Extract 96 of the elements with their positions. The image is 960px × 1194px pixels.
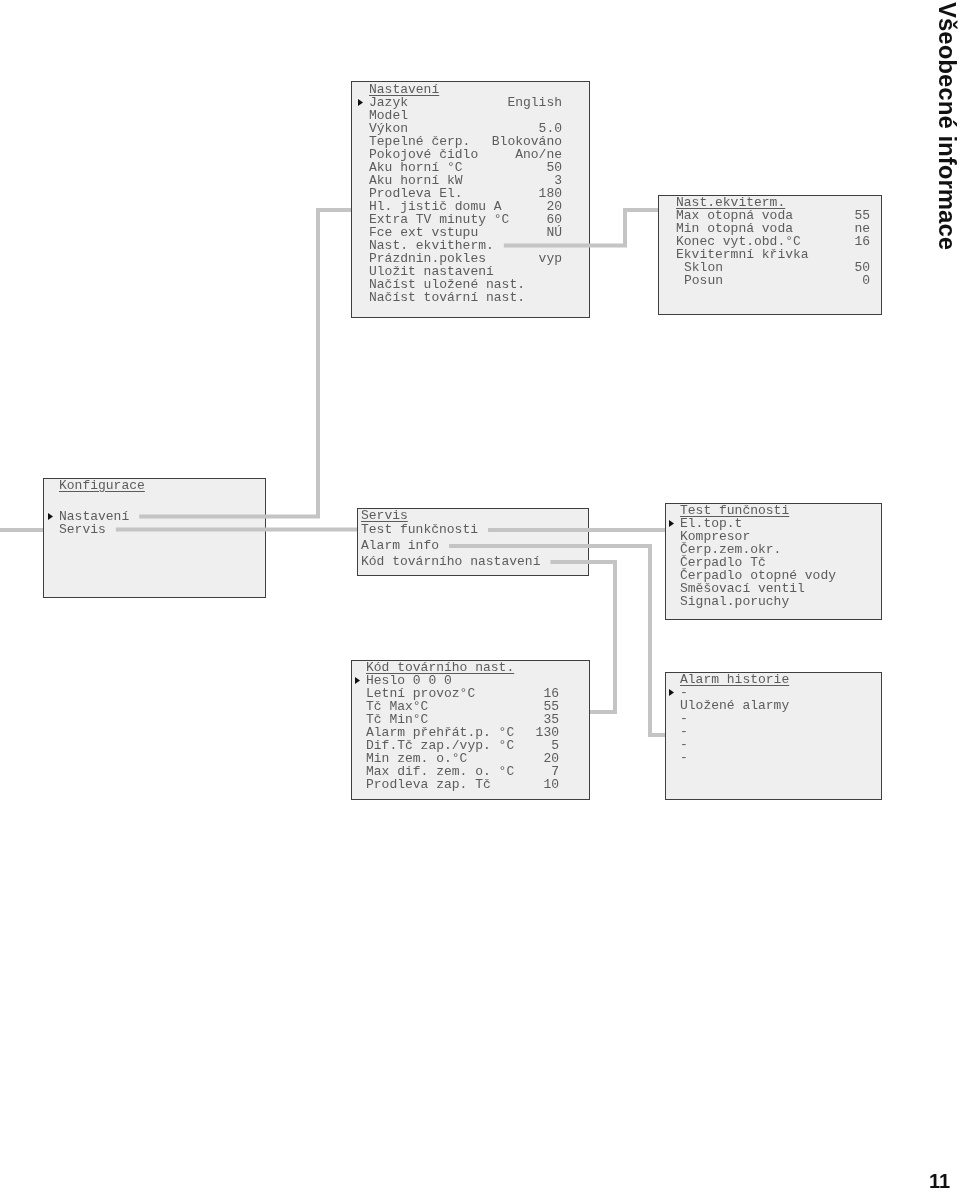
menu-item: Čerp.zem.okr.: [680, 543, 782, 556]
menu-item: Heslo 0 0 0: [366, 674, 452, 687]
menu-title: Konfigurace: [59, 479, 145, 492]
menu-value: 16: [543, 687, 559, 700]
menu-value: 5.0: [538, 122, 562, 135]
menu-title: Nastavení: [369, 83, 440, 96]
menu-title: Alarm historie: [680, 673, 790, 686]
menu-item: Max dif. zem. o. °C: [366, 765, 515, 778]
menu-value: 7: [551, 765, 559, 778]
menu-item: Alarm info: [361, 538, 439, 554]
menu-title: Test funčnosti: [680, 504, 790, 517]
menu-item: Konec vyt.obd.°C: [676, 235, 801, 248]
menu-value: 130: [535, 726, 559, 739]
menu-value: NÚ: [546, 226, 562, 239]
menu-item: Aku horní °C: [369, 161, 463, 174]
connector-line: [0, 528, 43, 532]
menu-value: 180: [538, 187, 562, 200]
menu-item: Čerpadlo otopné vody: [680, 569, 837, 582]
menu-item: Jazyk: [369, 96, 408, 109]
menu-item: Alarm přehřát.p. °C: [366, 726, 515, 739]
menu-item: Tč Max°C: [366, 700, 429, 713]
menu-item: Načíst uložené nast.: [369, 278, 526, 291]
menu-item: Test funkčnosti: [361, 522, 479, 538]
menu-value: 50: [546, 161, 562, 174]
menu-item: Signal.poruchy: [680, 595, 790, 608]
menu-item: Tepelné čerp.: [369, 135, 471, 148]
menu-value: Blokováno: [491, 135, 562, 148]
menu-value: 35: [543, 713, 559, 726]
menu-screen: [351, 660, 590, 800]
menu-item: Čerpadlo Tč: [680, 556, 766, 569]
menu-value: English: [507, 96, 562, 109]
menu-item: Dif.Tč zap./vyp. °C: [366, 739, 515, 752]
menu-item: Fce ext vstupu: [369, 226, 479, 239]
menu-value: 50: [854, 261, 870, 274]
connector-line: [550, 560, 617, 714]
menu-item: Prodleva zap. Tč: [366, 778, 491, 791]
menu-value: 20: [543, 752, 559, 765]
menu-value: 10: [543, 778, 559, 791]
menu-item: Tč Min°C: [366, 713, 429, 726]
menu-title: Servis: [361, 509, 408, 522]
menu-item: Ekvitermní křivka: [676, 248, 809, 261]
menu-item: -: [680, 712, 688, 725]
menu-item: Max otopná voda: [676, 209, 794, 222]
menu-item: Posun: [684, 274, 723, 287]
menu-item: Nastavení: [59, 510, 130, 523]
menu-item: Min otopná voda: [676, 222, 794, 235]
menu-item: Sklon: [684, 261, 723, 274]
connector-line: [449, 544, 665, 737]
menu-item: Pokojové čidlo: [369, 148, 479, 161]
menu-value: Ano/ne: [515, 148, 562, 161]
section-title: Všeobecné informace: [934, 2, 960, 251]
menu-value: 0: [862, 274, 870, 287]
menu-value: 60: [546, 213, 562, 226]
connector-line: [488, 528, 665, 532]
menu-item: Extra TV minuty °C: [369, 213, 510, 226]
menu-item: -: [680, 686, 688, 699]
menu-title: Kód továrního nast.: [366, 661, 515, 674]
menu-item: Načíst tovární nast.: [369, 291, 526, 304]
menu-screen: [43, 478, 266, 598]
menu-screen: [357, 508, 589, 576]
menu-title: Nast.ekviterm.: [676, 196, 786, 209]
menu-screen: [351, 81, 590, 318]
menu-item: Hl. jistič domu A: [369, 200, 502, 213]
menu-value: 55: [854, 209, 870, 222]
menu-item: Uložené alarmy: [680, 699, 790, 712]
menu-value: 5: [551, 739, 559, 752]
menu-value: vyp: [538, 252, 562, 265]
menu-item: Kompresor: [680, 530, 751, 543]
menu-item: Prázdnin.pokles: [369, 252, 487, 265]
menu-item: Kód továrního nastavení: [361, 554, 541, 570]
menu-item: Min zem. o.°C: [366, 752, 468, 765]
menu-item: -: [680, 738, 688, 751]
connector-line: [139, 208, 351, 519]
menu-item: El.top.t: [680, 517, 743, 530]
menu-value: 3: [554, 174, 562, 187]
menu-item: Výkon: [369, 122, 408, 135]
menu-item: Servis: [59, 523, 106, 536]
menu-value: ne: [854, 222, 870, 235]
menu-item: Aku horní kW: [369, 174, 463, 187]
connector-line: [503, 208, 658, 248]
menu-item: Směšovací ventil: [680, 582, 805, 595]
menu-item: Nast. ekvitherm.: [369, 239, 494, 252]
menu-screen: [658, 195, 882, 315]
menu-item: Uložit nastavení: [369, 265, 494, 278]
menu-value: 20: [546, 200, 562, 213]
menu-item: -: [680, 751, 688, 764]
menu-item: Prodleva El.: [369, 187, 463, 200]
menu-screen: [665, 503, 882, 620]
page-number: 11: [929, 1170, 951, 1192]
connector-line: [115, 527, 357, 532]
menu-item: Letní provoz°C: [366, 687, 476, 700]
menu-item: Model: [369, 109, 408, 122]
menu-item: -: [680, 725, 688, 738]
menu-screen: [665, 672, 882, 800]
menu-value: 16: [854, 235, 870, 248]
menu-value: 55: [543, 700, 559, 713]
